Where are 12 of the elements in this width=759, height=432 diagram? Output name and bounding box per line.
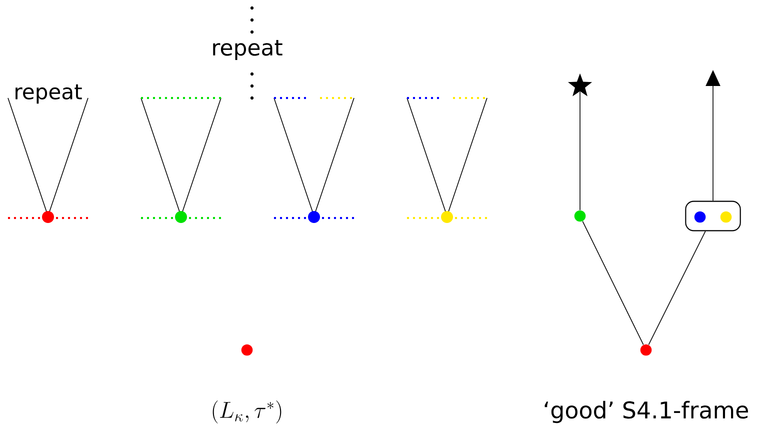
text-label: repeat (16, 84, 82, 104)
dot (640, 344, 652, 356)
star-symbol (568, 73, 592, 96)
line (582, 220, 644, 346)
caption: ‘good’ S4.1-frame (544, 400, 748, 424)
line (648, 230, 706, 346)
dot (241, 344, 253, 356)
dot (694, 211, 706, 223)
dot (720, 211, 732, 223)
formula-label: $(L_\kappa, \tau^*)$ (212, 400, 282, 424)
text-label: repeat (213, 40, 282, 60)
dot (574, 210, 586, 222)
